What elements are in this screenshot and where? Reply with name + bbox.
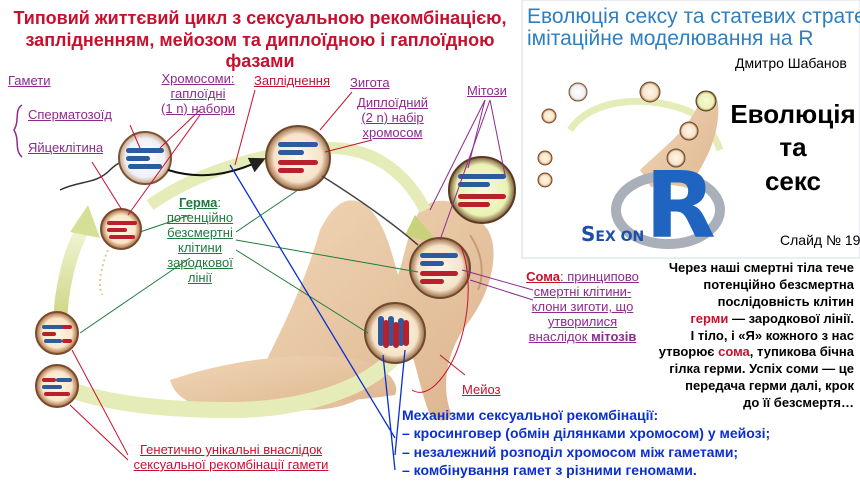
sex-on-r-logo-text: SEX ON	[581, 223, 644, 246]
red-callout-lines	[69, 89, 469, 461]
slide-title-line2: заплідненням, мейозом та диплоїдною і га…	[25, 29, 495, 72]
label-germ: Герма: потенційно безсмертні клітини зар…	[160, 195, 240, 286]
logo-letter-s: S	[581, 222, 596, 246]
label-soma-heading: Сома: принципово	[520, 269, 645, 285]
book-title-line3: секс	[764, 165, 822, 196]
label-unique-line1: Генетично унікальні внаслідок	[140, 442, 322, 457]
label-soma-line5: внаслідок мітозів	[520, 328, 645, 345]
label-germ-line3: клітини	[178, 239, 222, 255]
label-diploid-line1: Диплоїдний	[357, 95, 428, 110]
germ-colon: :	[217, 195, 221, 210]
germ-soma-paragraph: Через наші смертні тіла тече потенційно …	[659, 260, 854, 412]
germ-callout-lines	[79, 189, 419, 334]
label-fertilization: Запліднення	[254, 73, 330, 88]
book-title-line1: Еволюція	[730, 99, 856, 129]
label-germ-heading: Герма:	[160, 195, 240, 211]
soma-line5-b: мітозів	[591, 328, 637, 344]
label-meiosis: Мейоз	[462, 382, 501, 397]
haploid-gamete-cell-icon	[118, 131, 172, 185]
recombinant-gamete-cell-icon	[35, 311, 79, 355]
mechanism-callout-lines	[229, 164, 406, 471]
para-line2: потенційно безсмертна	[703, 276, 854, 292]
label-germ-line1: потенційно	[166, 209, 234, 225]
label-diploid-set: Диплоїдний (2 n) набір хромосом	[340, 95, 445, 141]
gametes-bracket	[13, 104, 23, 158]
label-unique-line2: сексуальної рекомбінації гамети	[133, 456, 329, 472]
label-diploid-line2: (2 n) набір	[361, 109, 424, 125]
para-line6-c: , тупикова бічна	[749, 344, 854, 360]
slide-title-line1: Типовий життєвий цикл з сексуальною реко…	[13, 8, 507, 28]
label-soma-line3: клони зиготи, що	[531, 298, 634, 314]
para-line4-rest: — зародкової лінії.	[728, 310, 854, 326]
label-germ-line5: лінії	[187, 269, 213, 285]
para-line6-a: утворює	[658, 344, 719, 360]
mechanism-item-crossing-over: – кросинговер (обмін ділянками хромосом)…	[402, 425, 771, 442]
somatic-cell-icon	[448, 156, 516, 224]
label-unique-gametes: Генетично унікальні внаслідок сексуально…	[126, 442, 336, 473]
label-diploid-line3: хромосом	[362, 124, 423, 140]
mechanisms-list: Механізми сексуальної рекомбінації: – кр…	[402, 406, 770, 480]
egg-cell-icon	[100, 208, 142, 250]
label-soma: Сома: принципово смертні клітини- клони …	[520, 269, 645, 345]
label-germ-line4: зародкової	[167, 254, 233, 270]
course-title-line1: Еволюція сексу та статевих стратегій:	[527, 5, 860, 28]
para-line6: утворює сома, тупикова бічна	[659, 344, 854, 361]
label-zygote: Зигота	[350, 75, 390, 90]
logo-letter-r: R	[645, 152, 716, 259]
course-title: Еволюція сексу та статевих стратегій: ім…	[527, 5, 860, 51]
soma-word: Сома	[526, 269, 560, 284]
soma-line5-a: внаслідок	[528, 328, 592, 344]
label-chromosomes-line3: (1 n) набори	[161, 100, 235, 116]
r-logo-icon	[611, 171, 725, 249]
label-soma-line2: смертні клітини-	[533, 283, 632, 299]
zygote-cell-icon	[265, 125, 331, 191]
logo-ex-on: EX ON	[595, 229, 645, 245]
label-sperm: Сперматозоїд	[28, 107, 112, 122]
para-line8: передача герми далі, крок	[685, 378, 854, 394]
label-gametes: Гамети	[8, 73, 51, 88]
label-chromosomes-line1: Хромосоми:	[161, 71, 235, 86]
slide-title: Типовий життєвий цикл з сексуальною реко…	[0, 8, 520, 73]
label-egg: Яйцеклітина	[28, 140, 104, 155]
purple-callout-lines	[429, 99, 534, 301]
mechanism-item-independent-assortment: – незалежний розподіл хромосом між гамет…	[402, 443, 739, 460]
author-name: Дмитро Шабанов	[735, 55, 847, 71]
para-germ-word: герми	[690, 310, 729, 326]
para-line5: І тіло, і «Я» кожного з нас	[690, 327, 854, 343]
para-line1: Через наші смертні тіла тече	[668, 260, 854, 275]
label-chromosomes-line2: гаплоїдні	[170, 85, 226, 101]
mechanisms-heading: Механізми сексуальної рекомбінації:	[402, 407, 659, 423]
para-line9: до її безсмертя…	[743, 395, 854, 411]
label-chromosomes: Хромосоми: гаплоїдні (1 n) набори	[153, 71, 243, 117]
book-title-line2: та	[779, 132, 807, 163]
para-line7: гілка герми. Успіх соми — це	[669, 361, 854, 377]
slide-number: Слайд № 19	[780, 232, 860, 248]
soma-rest: : принципово	[559, 269, 639, 284]
para-line3: послідовність клітин	[717, 293, 854, 309]
label-mitosis: Мітози	[467, 83, 507, 98]
course-title-line2: імітаційне моделювання на R	[527, 27, 814, 51]
label-germ-line2: безсмертні	[167, 224, 233, 240]
para-line4: герми — зародкової лінії.	[659, 311, 854, 328]
book-title: Еволюція та секс	[728, 98, 858, 198]
label-soma-line4: утворилися	[547, 313, 618, 329]
meiosis-cell-icon	[364, 302, 426, 364]
germ-word: Герма	[178, 195, 218, 210]
mechanism-item-gamete-combination: – комбінування гамет з різними геномами.	[402, 462, 697, 479]
recombinant-gamete-cell-icon-2	[35, 364, 79, 408]
para-soma-word: сома	[718, 344, 750, 360]
dividing-cell-icon	[409, 237, 471, 299]
